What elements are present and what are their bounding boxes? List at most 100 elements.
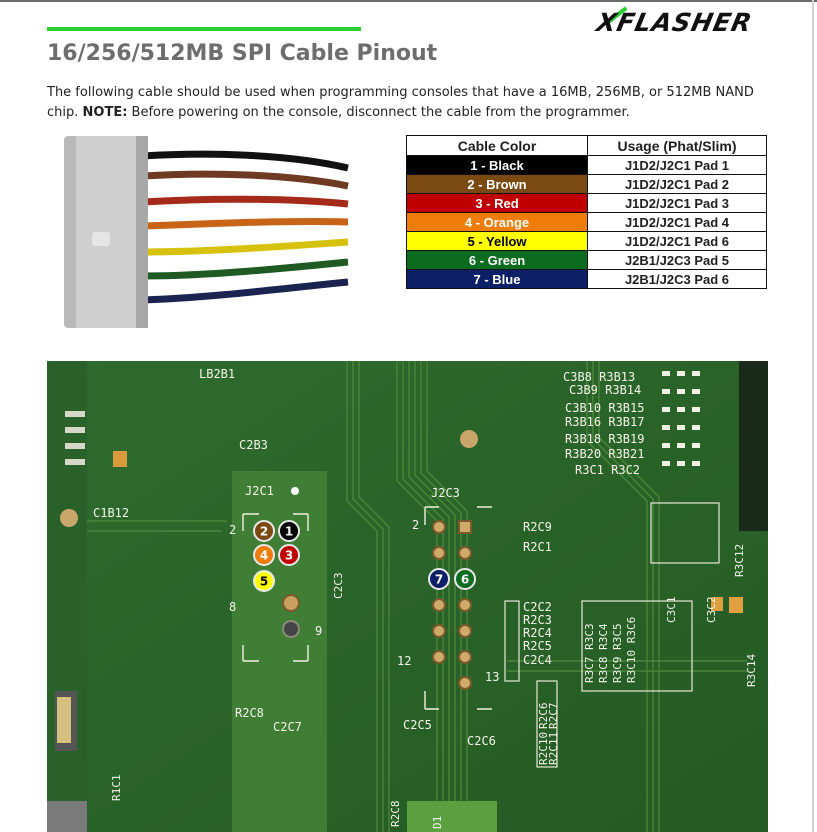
pad-number: 7 bbox=[435, 573, 443, 587]
side-connector-pins bbox=[57, 697, 71, 743]
label-pin8: 8 bbox=[229, 600, 236, 614]
label-pin12: 12 bbox=[397, 654, 411, 668]
pad-2: 2 bbox=[253, 520, 275, 542]
label-c3c1: C3C1 bbox=[665, 597, 678, 624]
label-c2c2: C2C2 bbox=[523, 600, 552, 614]
note-label: NOTE: bbox=[82, 105, 128, 120]
pad-circle bbox=[253, 544, 275, 566]
pad-7: 7 bbox=[428, 568, 450, 590]
left-pins bbox=[65, 411, 85, 465]
pad-number: 4 bbox=[260, 549, 268, 563]
pad-4: 4 bbox=[253, 544, 275, 566]
resistor-array bbox=[662, 371, 700, 466]
cable-color-cell: 5 - Yellow bbox=[406, 231, 588, 251]
pad-circle bbox=[253, 520, 275, 542]
label-c2c6: C2C6 bbox=[467, 734, 496, 748]
pcb-traces bbox=[87, 361, 747, 832]
label-r3c10: R3C10 R3C6 bbox=[625, 617, 638, 683]
label-c2c7: C2C7 bbox=[273, 720, 302, 734]
intro-paragraph: The following cable should be used when … bbox=[47, 83, 777, 123]
pad-circle bbox=[428, 568, 450, 590]
j2c3-outline bbox=[424, 506, 492, 710]
numbered-pads: 1 2 3 4 5 6 7 bbox=[253, 520, 476, 592]
header-cable-color: Cable Color bbox=[406, 135, 588, 156]
label-c3b8: C3B8 R3B13 bbox=[563, 370, 635, 384]
pad-6: 6 bbox=[454, 568, 476, 590]
j2c1-unused-pads bbox=[282, 594, 300, 638]
label-r3c8: R3C8 R3C4 bbox=[597, 623, 610, 683]
pad-number: 2 bbox=[260, 525, 268, 539]
pad-number: 5 bbox=[260, 575, 268, 589]
label-r2c9: R2C9 bbox=[523, 520, 552, 534]
label-c1b12: C1B12 bbox=[93, 506, 129, 520]
label-pin2-b: 2 bbox=[412, 518, 419, 532]
pad-number: 6 bbox=[461, 573, 469, 587]
pad-3: 3 bbox=[278, 544, 300, 566]
usage-cell: J1D2/J2C1 Pad 1 bbox=[587, 155, 767, 175]
label-pin9: 9 bbox=[315, 624, 322, 638]
vertical-labels: C2C3 R1C1 R2C8 D1 R2C6 R2C7 R2C10 R2C11 … bbox=[110, 544, 758, 829]
label-pin13: 13 bbox=[485, 670, 499, 684]
cable-color-cell: 1 - Black bbox=[406, 155, 588, 175]
label-r2c5: R2C5 bbox=[523, 639, 552, 653]
resistor-box-r2c bbox=[504, 600, 520, 682]
pcb-background bbox=[47, 361, 768, 832]
silkscreen-labels: LB2B1 C2B3 C1B12 J2C1 2 8 9 J2C3 2 12 13… bbox=[93, 367, 644, 748]
right-component bbox=[739, 361, 768, 531]
label-c2c5: C2C5 bbox=[403, 718, 432, 732]
connector-housing bbox=[64, 136, 148, 328]
cable-color-cell: 3 - Red bbox=[406, 193, 588, 213]
cable-connector-image bbox=[64, 136, 349, 328]
pad-5: 5 bbox=[253, 570, 275, 592]
label-r2c7: R2C7 bbox=[547, 703, 560, 730]
cable-color-cell: 6 - Green bbox=[406, 250, 588, 270]
pad-number: 1 bbox=[285, 525, 293, 539]
bottom-plate bbox=[407, 801, 497, 832]
label-r3b20: R3B20 R3B21 bbox=[565, 447, 644, 461]
label-c3b10: C3B10 R3B15 bbox=[565, 401, 644, 415]
label-c3b9: C3B9 R3B14 bbox=[569, 383, 641, 397]
cable-color-cell: 4 - Orange bbox=[406, 212, 588, 232]
j2c1-outline bbox=[242, 513, 309, 662]
label-r3b18: R3B18 R3B19 bbox=[565, 432, 644, 446]
header-usage: Usage (Phat/Slim) bbox=[587, 135, 767, 156]
accent-bar bbox=[47, 27, 361, 31]
capacitor-markers bbox=[711, 597, 743, 613]
xflasher-logo: XFLASHER bbox=[593, 6, 765, 40]
label-r2c6: R2C6 bbox=[537, 703, 550, 730]
usage-cell: J1D2/J2C1 Pad 3 bbox=[587, 193, 767, 213]
label-r3c12: R3C12 bbox=[733, 544, 746, 577]
resistor-box-top bbox=[650, 502, 720, 564]
table-header-row: Cable Color Usage (Phat/Slim) bbox=[406, 135, 767, 156]
j2c1-region bbox=[232, 471, 327, 832]
label-r2c1: R2C1 bbox=[523, 540, 552, 554]
label-pin2-a: 2 bbox=[229, 523, 236, 537]
label-c2c4: C2C4 bbox=[523, 653, 552, 667]
note-text: Before powering on the console, disconne… bbox=[127, 105, 630, 120]
pad-orange-left bbox=[113, 451, 127, 467]
mount-hole-center bbox=[460, 430, 478, 448]
label-r2c3: R2C3 bbox=[523, 613, 552, 627]
top-border bbox=[0, 0, 817, 2]
label-c2c3: C2C3 bbox=[332, 573, 345, 600]
cable-color-cell: 7 - Blue bbox=[406, 269, 588, 289]
page-title: 16/256/512MB SPI Cable Pinout bbox=[47, 41, 438, 66]
label-r2c10: R2C10 bbox=[537, 732, 550, 765]
pad-circle bbox=[278, 520, 300, 542]
label-r3c9: R3C9 R3C5 bbox=[611, 623, 624, 683]
pad-number: 3 bbox=[285, 549, 293, 563]
usage-cell: J1D2/J2C1 Pad 6 bbox=[587, 231, 767, 251]
cable-color-cell: 2 - Brown bbox=[406, 174, 588, 194]
label-r3c14: R3C14 bbox=[745, 654, 758, 687]
logo-text: XFLASHER bbox=[593, 8, 755, 37]
usage-cell: J2B1/J2C3 Pad 6 bbox=[587, 269, 767, 289]
label-r2c4: R2C4 bbox=[523, 626, 552, 640]
